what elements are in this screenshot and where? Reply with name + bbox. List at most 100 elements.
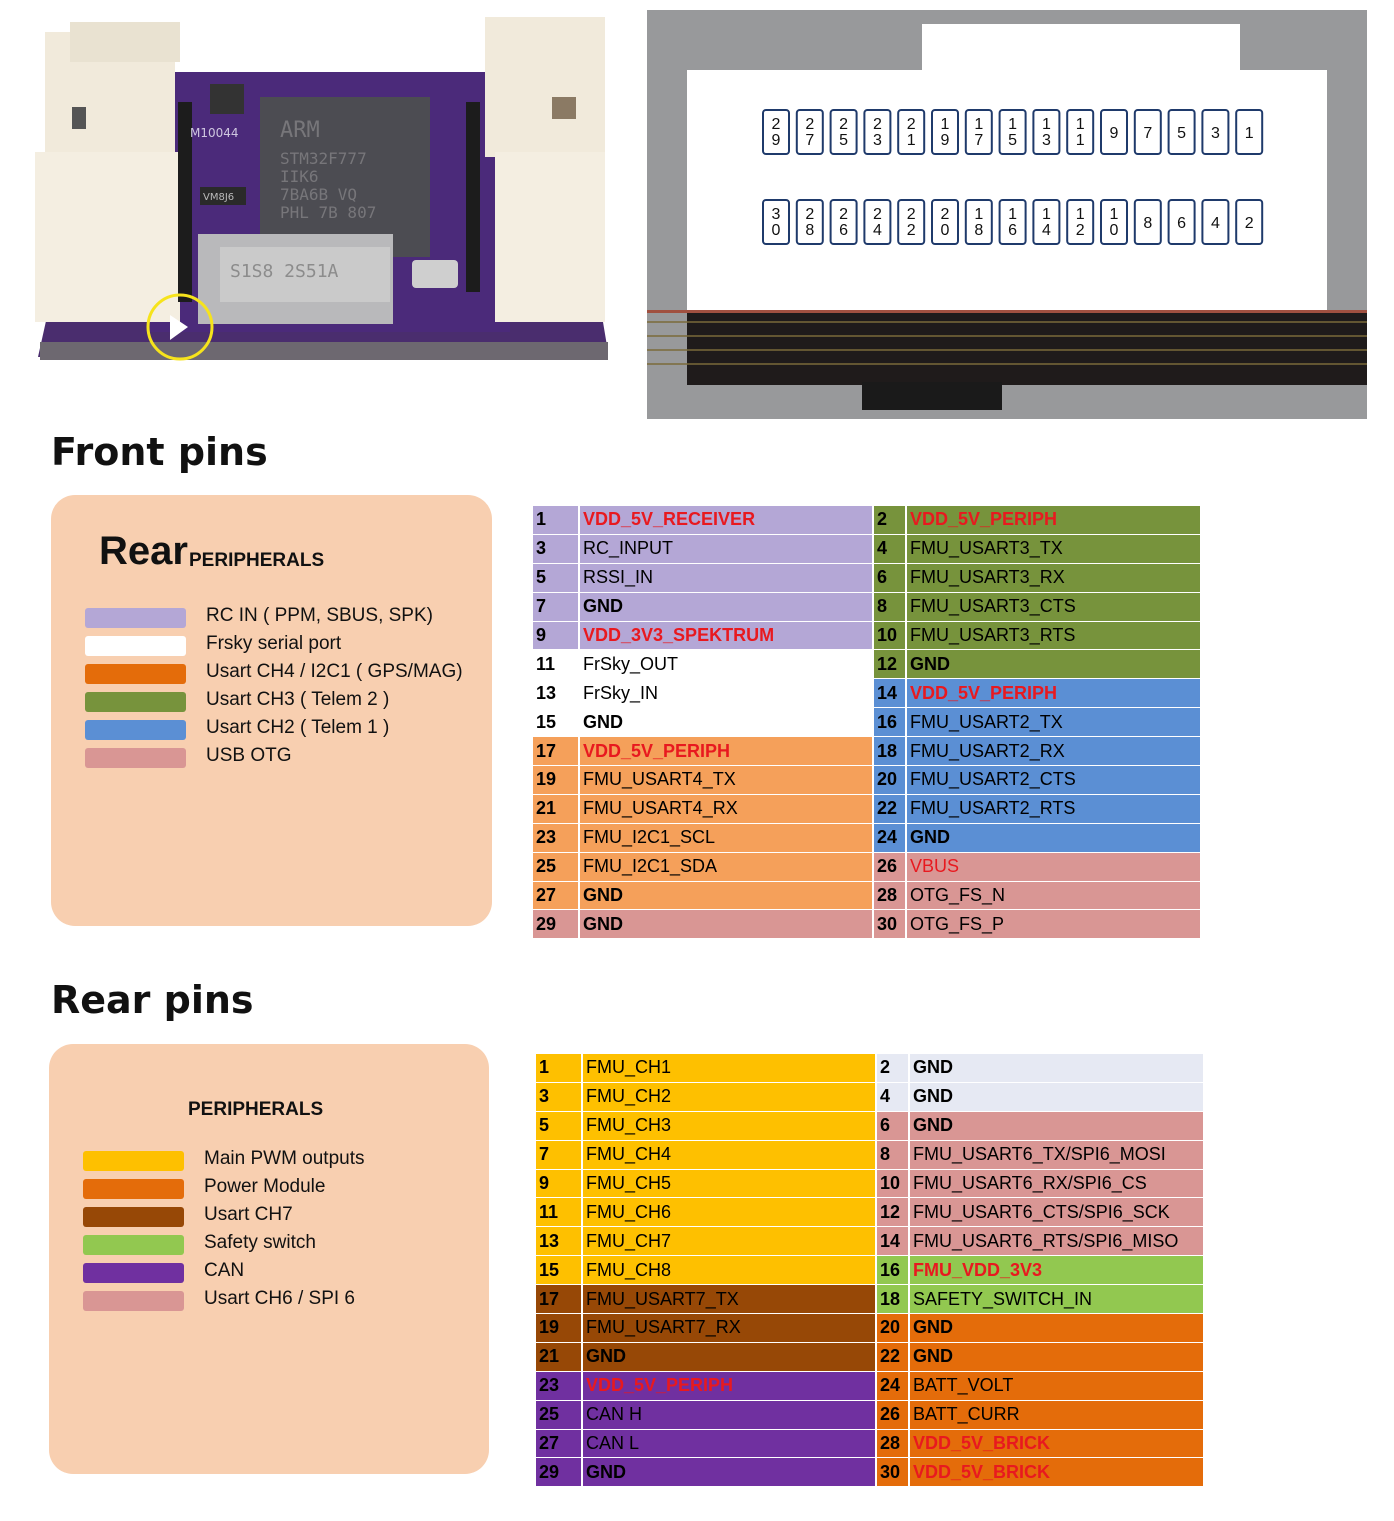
pin-number: 8 — [875, 1140, 910, 1170]
pin-number: 15 — [536, 1255, 583, 1286]
pin-signal: GND — [909, 1054, 1203, 1083]
connector-pin-box — [1235, 109, 1264, 155]
pin-number: 14 — [872, 678, 907, 709]
pin-number: 9 — [536, 1169, 583, 1199]
pin-signal: OTG_FS_N — [906, 881, 1200, 911]
connector-pin-label: 6 — [839, 222, 848, 239]
pin-signal: FMU_CH6 — [582, 1197, 876, 1228]
pin-signal: FrSky_IN — [579, 678, 873, 709]
connector-pin-label: 1 — [1110, 206, 1119, 223]
connector-pin-label: 1 — [1042, 116, 1051, 133]
connector-pin-label: 2 — [1076, 222, 1085, 239]
pin-signal: VDD_5V_PERIPH — [906, 678, 1200, 709]
connector-pin-label: 3 — [873, 132, 882, 149]
pin-number: 13 — [533, 678, 580, 709]
pin-number: 23 — [533, 823, 580, 853]
chip-text-2: STM32F777 — [280, 149, 367, 168]
pin-signal: VDD_5V_PERIPH — [906, 506, 1200, 535]
connector-pin-box — [1201, 199, 1230, 245]
legend-label: Usart CH7 — [204, 1204, 293, 1225]
pin-signal: GND — [579, 707, 873, 738]
legend-swatch — [83, 1179, 184, 1199]
connector-pin-label: 8 — [805, 222, 814, 239]
vm-text: VM8J6 — [203, 192, 234, 203]
pin-signal: GND — [906, 823, 1200, 853]
legend-swatch — [83, 1151, 184, 1171]
chip-text-1: ARM — [280, 118, 320, 143]
connector-pin-label: 2 — [907, 206, 916, 223]
connector-pin-label: 1 — [907, 132, 916, 149]
connector-pin-box — [795, 109, 824, 155]
connector-pin-label: 2 — [1245, 215, 1254, 232]
pin-signal: GND — [582, 1457, 876, 1488]
connector-pin-box — [762, 109, 790, 155]
pin-signal: CAN L — [582, 1429, 876, 1459]
connector-pin-box — [795, 199, 824, 245]
chip-text-5: PHL 7B 807 — [280, 203, 376, 222]
pin-number: 25 — [533, 852, 580, 882]
pin-number: 10 — [872, 621, 907, 651]
connector-pin-label: 1 — [1245, 125, 1254, 142]
connector-pin-label: 1 — [1042, 206, 1051, 223]
pin-number: 17 — [533, 736, 580, 767]
connector-pin-box — [762, 199, 790, 245]
connector-pin-box — [897, 109, 926, 155]
pin-signal: FMU_USART4_TX — [579, 765, 873, 795]
pin-signal: FMU_CH2 — [582, 1082, 876, 1112]
pin-number: 21 — [533, 794, 580, 824]
connector-pin-label: 9 — [772, 132, 781, 149]
pin-number: 28 — [872, 881, 907, 911]
legend-swatch — [85, 748, 186, 768]
pin-number: 22 — [872, 794, 907, 824]
pin-signal: FMU_CH5 — [582, 1169, 876, 1199]
pin-number: 11 — [533, 649, 580, 680]
connector-pin-box — [931, 199, 959, 245]
pin-signal: FMU_USART2_CTS — [906, 765, 1200, 795]
pin-number: 10 — [875, 1169, 910, 1199]
pin-signal: FMU_USART3_CTS — [906, 592, 1200, 622]
pin-number: 3 — [533, 534, 580, 564]
connector-pin-box — [964, 109, 993, 155]
pin-number: 6 — [872, 563, 907, 593]
legend-swatch — [85, 664, 186, 684]
pin-number: 27 — [536, 1429, 583, 1459]
connector-pin-box — [863, 199, 892, 245]
front-legend-title-big: Rear — [99, 529, 188, 573]
legend-swatch — [83, 1291, 184, 1311]
pin-number: 18 — [875, 1284, 910, 1315]
connector-pin-box — [1167, 199, 1196, 245]
front-legend-title-small: PERIPHERALS — [189, 550, 325, 571]
legend-label: Main PWM outputs — [204, 1148, 365, 1169]
pin-number: 1 — [536, 1054, 583, 1083]
legend-label: Usart CH3 ( Telem 2 ) — [206, 689, 390, 710]
pin-signal: SAFETY_SWITCH_IN — [909, 1284, 1203, 1315]
pin-signal: FMU_CH1 — [582, 1054, 876, 1083]
connector-pin-label: 5 — [1177, 125, 1186, 142]
pin-number: 22 — [875, 1342, 910, 1372]
connector-pin-label: 1 — [974, 116, 983, 133]
connector-pin-box — [998, 199, 1027, 245]
pin-number: 17 — [536, 1284, 583, 1315]
connector-pin-box — [964, 199, 993, 245]
legend-swatch — [83, 1235, 184, 1255]
pin-number: 5 — [536, 1111, 583, 1141]
connector-pin-label: 2 — [941, 206, 950, 223]
pin-signal: RC_INPUT — [579, 534, 873, 564]
pin-number: 3 — [536, 1082, 583, 1112]
connector-pin-label: 1 — [1008, 116, 1017, 133]
connector-pin-box — [1235, 199, 1264, 245]
connector-pin-label: 9 — [1110, 125, 1119, 142]
pin-signal: FMU_USART3_TX — [906, 534, 1200, 564]
chip-text-3: IIK6 — [280, 167, 319, 186]
pin-number: 29 — [533, 909, 580, 940]
